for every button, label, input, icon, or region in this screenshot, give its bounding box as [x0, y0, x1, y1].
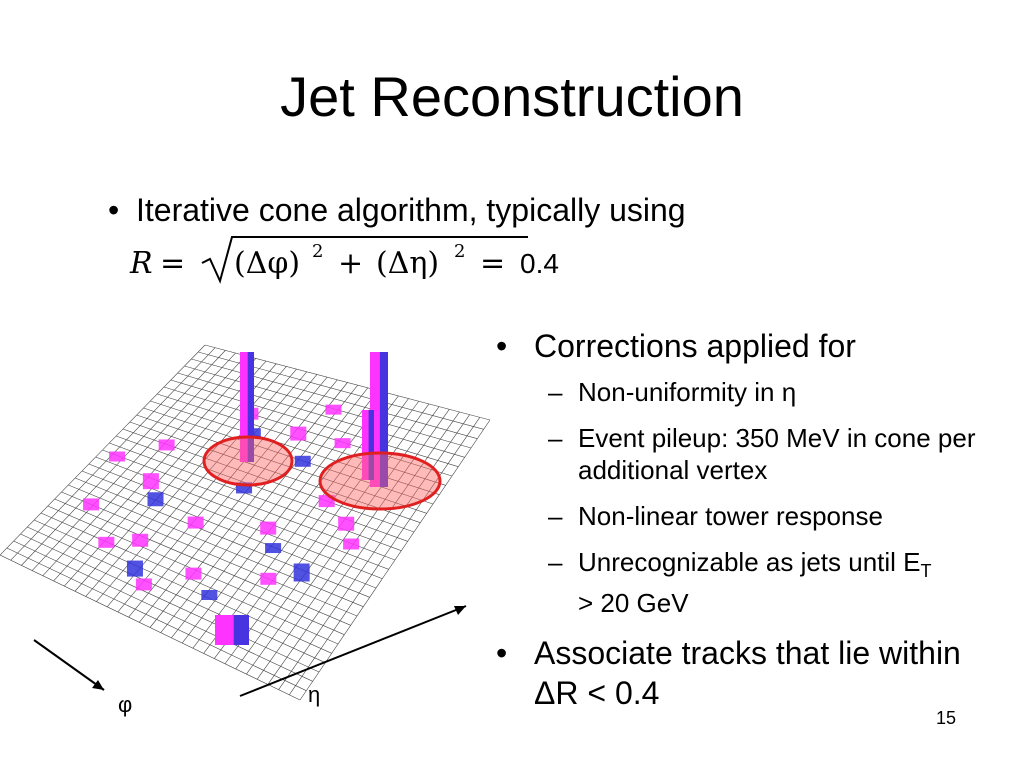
tower-cell	[98, 536, 115, 548]
grid-line	[109, 442, 402, 551]
grid-line	[129, 421, 421, 523]
sub-item-post: > 20 GeV	[578, 588, 689, 619]
tower-cell	[185, 567, 202, 580]
tall-tower-side	[233, 615, 249, 645]
dash-marker: –	[548, 377, 563, 407]
axis-label-phi: φ	[118, 692, 133, 717]
sub-item: – Event pileup: 350 MeV in cone per addi…	[548, 422, 1016, 486]
tower-cell	[158, 439, 175, 451]
tower-cell	[132, 533, 149, 547]
grid-line	[177, 372, 465, 458]
sub-item-text: Non-uniformity in η	[578, 377, 797, 407]
formula-exp2: 2	[454, 241, 465, 262]
sqrt-sign	[201, 236, 528, 284]
eta-arrow-head	[454, 606, 466, 615]
formula-exp1: 2	[312, 241, 323, 262]
grid-line	[81, 470, 377, 589]
sub-item-subscript: T	[920, 561, 932, 582]
sub-item-text: Unrecognizable as jets until ET > 20 GeV	[578, 546, 938, 619]
tower-cell	[338, 516, 355, 531]
tall-tower-side	[368, 410, 374, 480]
tower-cell	[294, 455, 311, 467]
bullet-text: Corrections applied for	[534, 328, 856, 364]
tower-cell	[290, 426, 307, 441]
tower-cell	[343, 538, 360, 550]
grid-line	[54, 498, 351, 626]
page-number: 15	[936, 708, 957, 728]
dash-marker: –	[548, 501, 563, 531]
grid-line	[6, 547, 307, 691]
lego-plot-illustration	[0, 344, 490, 701]
grid-line	[68, 484, 364, 607]
bullet-marker: •	[108, 192, 120, 228]
phi-axis-arrow	[33, 639, 105, 691]
tower-cell	[83, 498, 100, 511]
tall-tower-side	[247, 352, 254, 462]
tower-cell	[126, 560, 143, 577]
tower-cell	[147, 492, 164, 507]
tower-cell	[260, 521, 277, 535]
grid-line	[20, 533, 320, 673]
axis-label-eta: η	[308, 682, 321, 707]
grid-line	[61, 491, 358, 617]
bullet-text: Iterative cone algorithm, typically usin…	[136, 192, 686, 228]
formula-equals: =	[160, 246, 185, 281]
tower-cell	[325, 404, 342, 415]
tower-cell	[334, 438, 351, 449]
tower-cell	[201, 589, 218, 600]
tower-cell	[142, 473, 159, 490]
formula-equals-2: =	[480, 246, 505, 281]
formula-term-deta: (Δη)	[376, 246, 439, 281]
tower-cell	[236, 482, 253, 494]
grid-line	[75, 477, 370, 598]
bullet-associate-tracks: • Associate tracks that lie within ΔR < …	[496, 633, 1016, 713]
bullet-marker: •	[496, 635, 508, 672]
sub-item: – Unrecognizable as jets until ET > 20 G…	[548, 546, 1016, 619]
grid-line	[150, 400, 440, 495]
grid-line	[88, 463, 383, 579]
tower-cell	[293, 563, 310, 582]
formula-value: 0.4	[520, 248, 559, 279]
tower-cell	[265, 543, 282, 554]
tall-tower-side	[379, 352, 388, 487]
grid-line	[170, 379, 459, 467]
grid-line	[143, 407, 434, 505]
sub-item-pre: Unrecognizable as jets until E	[578, 547, 921, 577]
bullet-corrections: • Corrections applied for	[496, 326, 1016, 366]
bullet-marker: •	[496, 328, 508, 364]
grid-line	[116, 435, 408, 542]
phi-arrow-head	[92, 680, 104, 690]
dash-marker: –	[548, 423, 563, 453]
formula-term-dphi: (Δφ)	[234, 246, 300, 281]
tower-cell	[260, 572, 277, 585]
formula-plus: +	[338, 246, 363, 281]
dash-marker: –	[548, 547, 563, 577]
calorimeter-grid	[0, 344, 490, 701]
grid-line	[163, 386, 453, 477]
grid-line	[27, 526, 326, 663]
sub-item: – Non-linear tower response	[548, 500, 1016, 532]
jet-cone-left	[202, 435, 294, 487]
grid-line	[34, 519, 332, 654]
grid-line	[191, 358, 478, 439]
bullet-text: Associate tracks that lie within ΔR < 0.…	[534, 635, 961, 712]
grid-line	[0, 554, 301, 701]
corrections-sublist: – Non-uniformity in η – Event pileup: 35…	[496, 376, 1016, 619]
tower-cell	[135, 578, 152, 591]
cone-radius-formula: R = (Δφ) 2 + (Δη) 2 = 0.4	[129, 236, 559, 284]
grid-line	[13, 540, 313, 682]
right-bullets: • Corrections applied for – Non-uniformi…	[496, 326, 1016, 713]
tower-cell	[109, 451, 126, 462]
sub-item-text: Non-linear tower response	[578, 501, 883, 531]
formula-r: R	[129, 246, 153, 281]
jet-cone-right	[318, 451, 442, 511]
eta-axis-arrow	[239, 605, 467, 697]
grid-line	[136, 414, 427, 514]
slide-title: Jet Reconstruction	[280, 65, 744, 128]
tower-cell	[187, 516, 204, 529]
sub-item: – Non-uniformity in η	[548, 376, 1016, 408]
sub-item-text: Event pileup: 350 MeV in cone per additi…	[578, 423, 976, 485]
bullet-iterative-cone: • Iterative cone algorithm, typically us…	[108, 190, 686, 230]
